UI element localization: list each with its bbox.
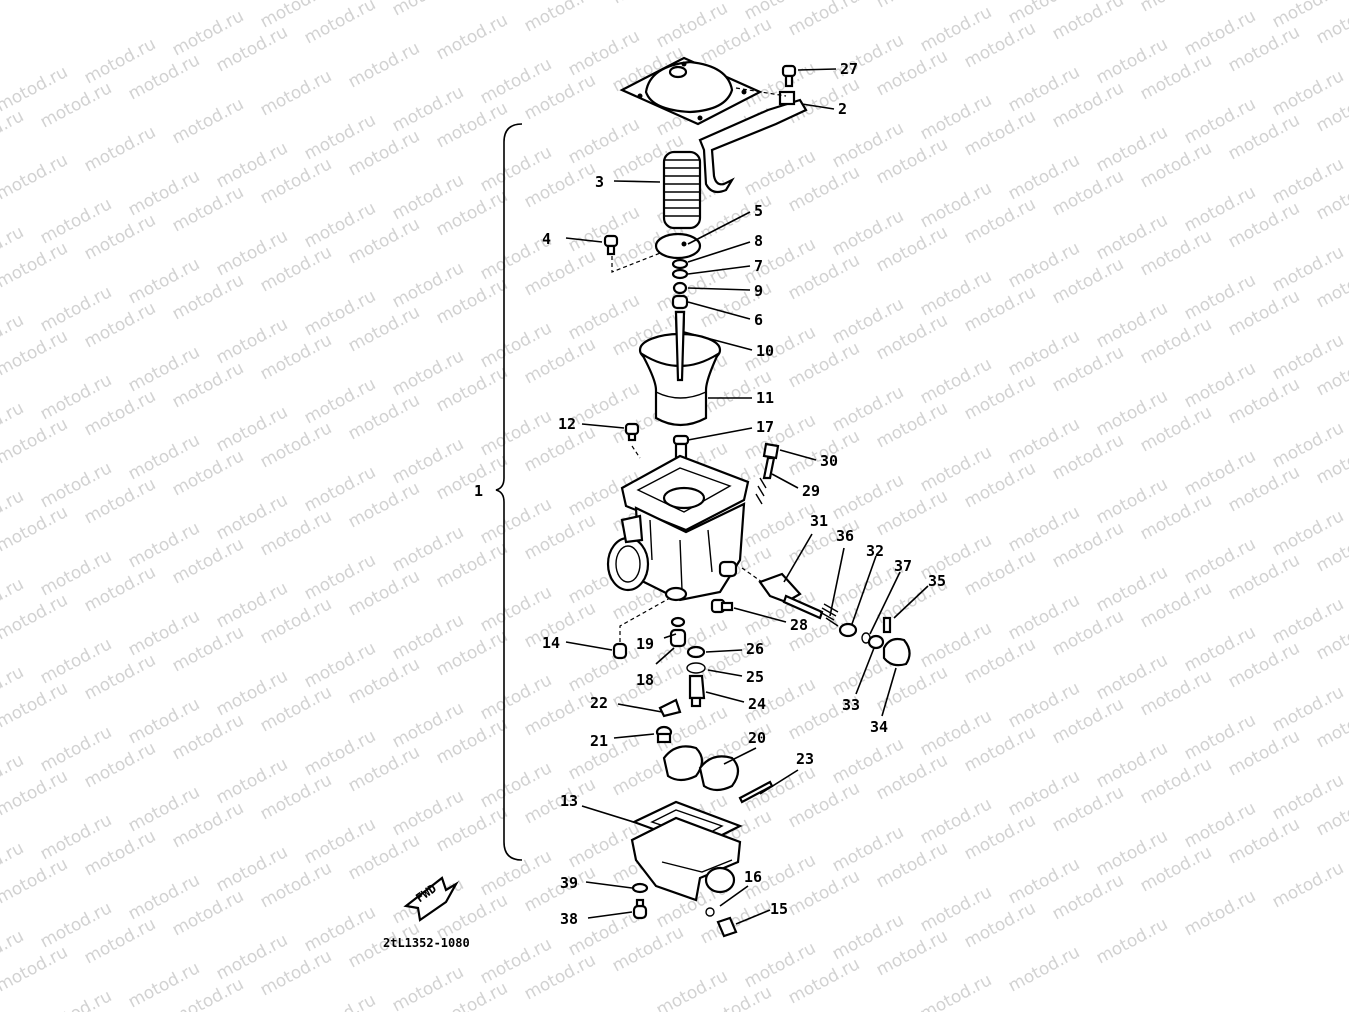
- watermark-text: motod.ru: [37, 986, 115, 1012]
- watermark-text: motod.ru: [1137, 0, 1215, 16]
- spring-36-part: [819, 603, 839, 627]
- assembly-bracket: [495, 123, 523, 861]
- watermark-text: motod.ru: [0, 106, 27, 160]
- callout-36: 36: [836, 527, 854, 545]
- callout-2: 2: [838, 100, 847, 118]
- callout-22: 22: [590, 694, 608, 712]
- callout-9: 9: [754, 282, 763, 300]
- carburetor-body-part: [606, 454, 750, 602]
- float-part: [662, 745, 740, 792]
- callout-37: 37: [894, 557, 912, 575]
- callout-6: 6: [754, 311, 763, 329]
- callout-23: 23: [796, 750, 814, 768]
- callout-1: 1: [474, 482, 483, 500]
- drain-screw-part: [612, 597, 671, 660]
- watermark-text: motod.ru: [917, 970, 995, 1012]
- watermark-text: motod.ru: [1049, 0, 1127, 44]
- drain-plug-part: [705, 907, 738, 938]
- callout-5: 5: [754, 202, 763, 220]
- callout-28: 28: [790, 616, 808, 634]
- throttle-bracket-part: [698, 87, 808, 194]
- spring-part: [662, 150, 702, 230]
- watermark-text: motod.ru: [1005, 942, 1083, 996]
- screw-4-part: [603, 234, 669, 273]
- drawing-code: 2tL1352-1080: [383, 936, 470, 950]
- watermark-text: motod.ru: [1269, 858, 1347, 912]
- float-bowl-part: [630, 800, 743, 902]
- watermark-text: motod.ru: [609, 0, 687, 8]
- jet-holder-part: [669, 616, 687, 648]
- callout-14: 14: [542, 634, 560, 652]
- watermark-text: motod.ru: [301, 990, 379, 1012]
- callout-35: 35: [928, 572, 946, 590]
- callout-15: 15: [770, 900, 788, 918]
- callout-17: 17: [756, 418, 774, 436]
- watermark-text: motod.ru: [1093, 914, 1171, 968]
- callout-25: 25: [746, 668, 764, 686]
- callout-32: 32: [866, 542, 884, 560]
- watermark-text: motod.ru: [81, 122, 159, 176]
- callout-19: 19: [636, 635, 654, 653]
- callout-26: 26: [746, 640, 764, 658]
- watermark-text: motod.ru: [521, 0, 599, 36]
- watermark-text: motod.ru: [785, 0, 863, 40]
- callout-34: 34: [870, 718, 888, 736]
- callout-7: 7: [754, 257, 763, 275]
- callout-31: 31: [810, 512, 828, 530]
- callout-20: 20: [748, 729, 766, 747]
- watermark-text: motod.ru: [1181, 886, 1259, 940]
- callout-33: 33: [842, 696, 860, 714]
- float-valve-needle-part: [655, 698, 682, 744]
- callout-18: 18: [636, 671, 654, 689]
- callout-24: 24: [748, 695, 766, 713]
- callout-8: 8: [754, 232, 763, 250]
- watermark-text: motod.ru: [169, 94, 247, 148]
- leader-lines: [565, 68, 929, 925]
- needle-retainer-part: [654, 232, 702, 260]
- watermark-text: motod.ru: [389, 0, 467, 20]
- washer-33-part: [867, 634, 885, 650]
- watermark-text: motod.ru: [873, 0, 951, 12]
- callout-4: 4: [542, 230, 551, 248]
- screw-27-part: [781, 64, 797, 88]
- callout-12: 12: [558, 415, 576, 433]
- cap-34-part: [882, 616, 911, 667]
- throttle-stop-screw-part: [741, 567, 824, 620]
- callout-38: 38: [560, 910, 578, 928]
- watermark-text: motod.ru: [0, 150, 71, 204]
- callout-21: 21: [590, 732, 608, 750]
- callout-10: 10: [756, 342, 774, 360]
- piston-valve-part: [638, 310, 722, 427]
- top-cover-part: [619, 56, 763, 126]
- watermark-text: motod.ru: [345, 38, 423, 92]
- callout-39: 39: [560, 874, 578, 892]
- watermark-text: motod.ru: [653, 966, 731, 1012]
- screw-12-part: [624, 422, 641, 459]
- clip-stack-part: [671, 258, 689, 310]
- callout-27: 27: [840, 60, 858, 78]
- callout-3: 3: [595, 173, 604, 191]
- pilot-screw-part: [755, 442, 780, 505]
- callout-29: 29: [802, 482, 820, 500]
- watermark-text: motod.ru: [257, 66, 335, 120]
- washer-32-part: [838, 622, 858, 638]
- callout-16: 16: [744, 868, 762, 886]
- callout-13: 13: [560, 792, 578, 810]
- callout-11: 11: [756, 389, 774, 407]
- main-jet-part: [710, 598, 734, 614]
- float-valve-part: [686, 645, 706, 708]
- bowl-screw-part: [631, 882, 649, 920]
- callout-30: 30: [820, 452, 838, 470]
- watermark-text: motod.ru: [433, 10, 511, 64]
